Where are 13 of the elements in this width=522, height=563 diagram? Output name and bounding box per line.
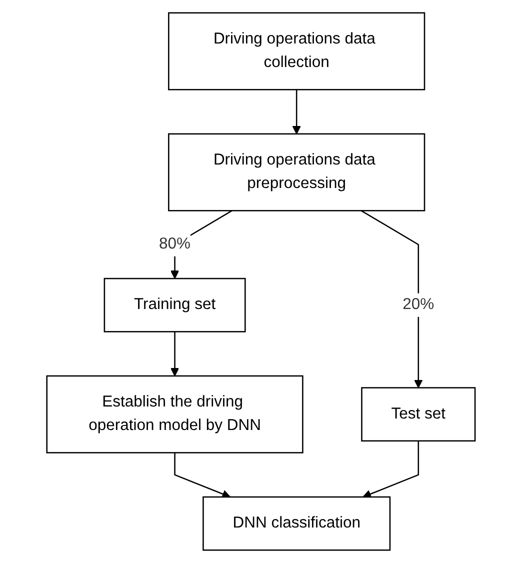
arrow [362, 440, 420, 498]
arrow [360, 210, 423, 388]
arrow [292, 90, 301, 134]
edge-label: 20% [402, 296, 434, 313]
node-box: Test set [361, 387, 476, 442]
arrow [170, 332, 180, 376]
node-box: Driving operations data collection [168, 12, 426, 90]
node-box: DNN classification [202, 496, 391, 551]
edge-label: 80% [159, 236, 191, 252]
node-box: Driving operations data preprocessing [168, 133, 426, 212]
node-box: Establish the driving operation model by DNN [46, 375, 304, 454]
node-box: Training set [104, 278, 246, 332]
arrow [174, 452, 231, 498]
